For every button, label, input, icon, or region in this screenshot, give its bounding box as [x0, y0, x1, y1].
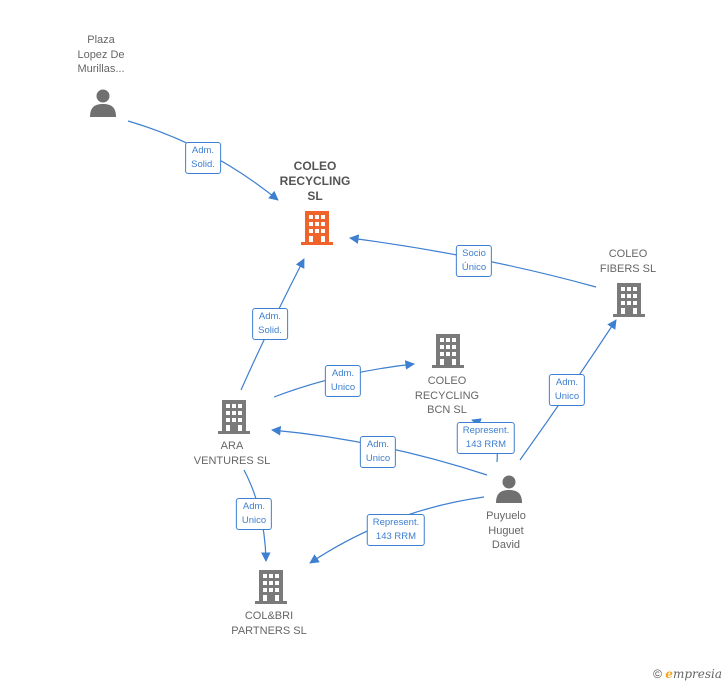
relation-label-ara-colbri[interactable]: Adm. Unico: [235, 498, 273, 530]
building-icon[interactable]: [218, 399, 250, 435]
relation-label-puyuelo-ara[interactable]: Adm. Unico: [359, 436, 397, 468]
relation-label-ara-bcn[interactable]: Adm. Unico: [324, 365, 362, 397]
building-icon-highlight[interactable]: [301, 210, 333, 246]
node-label-colbri[interactable]: COL&BRI PARTNERS SL: [231, 610, 307, 637]
person-icon[interactable]: [495, 474, 523, 504]
building-icon[interactable]: [432, 333, 464, 369]
building-icon[interactable]: [613, 282, 645, 318]
person-icon[interactable]: [89, 88, 117, 118]
relation-label-ara-recycling[interactable]: Adm. Solid.: [252, 308, 288, 340]
node-label-coleo-recycling[interactable]: COLEO RECYCLING SL: [279, 159, 351, 203]
brand-logo[interactable]: empresia: [665, 667, 722, 681]
building-icon[interactable]: [255, 569, 287, 605]
copyright-symbol: ©: [653, 667, 662, 681]
footer-copyright: © empresia: [653, 667, 722, 681]
relation-label-puyuelo-bcn[interactable]: Represent. 143 RRM: [456, 422, 516, 454]
node-label-coleo-fibers[interactable]: COLEO FIBERS SL: [599, 248, 657, 275]
node-label-plaza[interactable]: Plaza Lopez De Murillas...: [77, 34, 125, 75]
relation-label-puyuelo-fibers[interactable]: Adm. Unico: [548, 374, 586, 406]
node-label-coleo-bcn[interactable]: COLEO RECYCLING BCN SL: [414, 375, 480, 416]
relation-label-fibers-recycling[interactable]: Socio Único: [455, 245, 493, 277]
relation-label-plaza-recycling[interactable]: Adm. Solid.: [185, 142, 221, 174]
node-label-puyuelo[interactable]: Puyuelo Huguet David: [486, 510, 526, 551]
relation-label-puyuelo-colbri[interactable]: Represent. 143 RRM: [366, 514, 426, 546]
node-label-ara[interactable]: ARA VENTURES SL: [193, 440, 271, 467]
